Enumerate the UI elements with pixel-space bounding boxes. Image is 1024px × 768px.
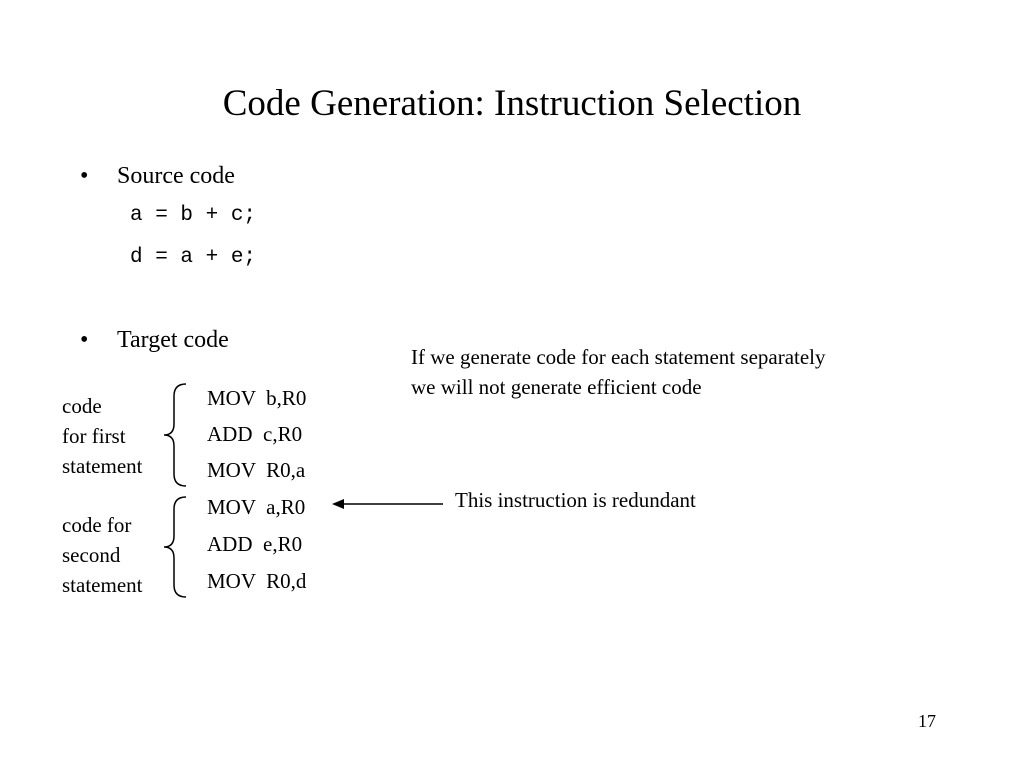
instruction-line: MOV R0,d bbox=[207, 569, 307, 593]
instruction-line-redundant: MOV a,R0 bbox=[207, 495, 306, 519]
bullet-target-code: • Target code bbox=[80, 326, 229, 354]
source-line: d = a + e; bbox=[130, 246, 257, 269]
left-brace-icon bbox=[163, 496, 187, 598]
bullet-label: Source code bbox=[117, 163, 235, 189]
left-brace-icon bbox=[163, 383, 187, 487]
efficiency-note: If we generate code for each statement s… bbox=[411, 345, 826, 399]
bullet-marker: • bbox=[80, 163, 89, 189]
redundant-instruction-label: This instruction is redundant bbox=[455, 488, 696, 512]
page-number: 17 bbox=[918, 711, 936, 731]
bullet-marker: • bbox=[80, 327, 89, 353]
slide-title: Code Generation: Instruction Selection bbox=[222, 83, 802, 124]
instruction-line: ADD c,R0 bbox=[207, 422, 303, 446]
source-line: a = b + c; bbox=[130, 204, 257, 227]
group-label-second-statement: code for second statement bbox=[62, 513, 143, 597]
bullet-label: Target code bbox=[117, 327, 229, 353]
bullet-source-code: • Source code bbox=[80, 162, 235, 190]
instruction-line: MOV R0,a bbox=[207, 458, 306, 482]
instruction-line: ADD e,R0 bbox=[207, 532, 303, 556]
instruction-line: MOV b,R0 bbox=[207, 386, 307, 410]
arrow-left-icon bbox=[332, 499, 443, 509]
group-label-first-statement: code for first statement bbox=[62, 394, 143, 478]
